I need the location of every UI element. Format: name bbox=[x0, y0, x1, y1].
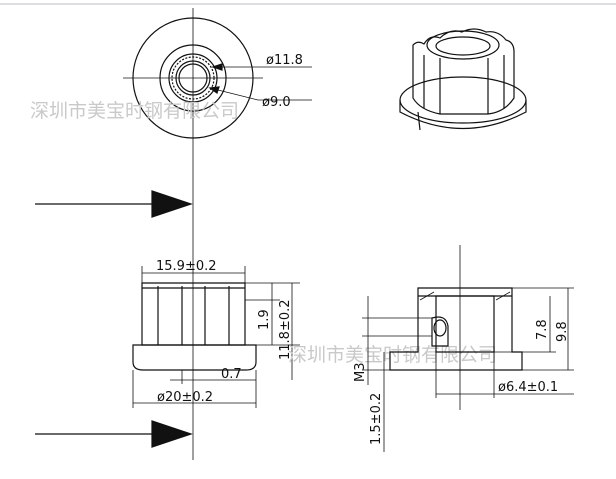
section-hub bbox=[431, 316, 449, 347]
section-dim-base-thickness: 1.5±0.2 bbox=[369, 393, 384, 445]
section-arrow-bottom-head bbox=[151, 420, 193, 448]
section-dim-bore-diameter: ø6.4±0.1 bbox=[498, 380, 558, 395]
top-dim-inner: ø9.0 bbox=[262, 95, 291, 110]
watermark-top: 深圳市美宝时钢有限公司 bbox=[30, 100, 239, 122]
top-dim-outer: ø11.8 bbox=[266, 53, 303, 68]
slot-line bbox=[417, 111, 421, 131]
base-skirt bbox=[399, 100, 527, 130]
knob-3d-view bbox=[399, 28, 527, 131]
section-dim-thread: M3 bbox=[353, 363, 368, 383]
front-dim-step-height: 1.9 bbox=[257, 309, 272, 330]
section-arrows bbox=[35, 190, 193, 448]
section-hub-ellipse bbox=[433, 319, 447, 337]
bore-ellipse bbox=[435, 36, 491, 56]
leader-outer-arrow bbox=[211, 63, 223, 71]
front-base bbox=[132, 344, 257, 371]
leader-inner-arrow bbox=[208, 86, 220, 94]
body-fluted bbox=[412, 28, 515, 115]
section-view bbox=[362, 245, 574, 452]
front-view bbox=[132, 266, 300, 408]
section-dim-bore-depth: 7.8 bbox=[535, 319, 550, 340]
front-dim-offset: 0.7 bbox=[221, 367, 242, 382]
section-arrow-top-head bbox=[151, 190, 193, 218]
top-view bbox=[123, 8, 312, 460]
front-dim-base-diameter: ø20±0.2 bbox=[157, 390, 213, 405]
front-dim-body-height: 11.8±0.2 bbox=[278, 299, 293, 360]
section-dim-total-height: 9.8 bbox=[555, 321, 570, 342]
section-hatch-1 bbox=[419, 291, 435, 301]
leader-inner bbox=[209, 87, 312, 101]
section-hatch-2 bbox=[495, 291, 511, 301]
watermark-bottom: 深圳市美宝时钢有限公司 bbox=[288, 344, 497, 366]
top-ellipse bbox=[426, 30, 500, 60]
front-dim-top-width: 15.9±0.2 bbox=[156, 259, 217, 274]
